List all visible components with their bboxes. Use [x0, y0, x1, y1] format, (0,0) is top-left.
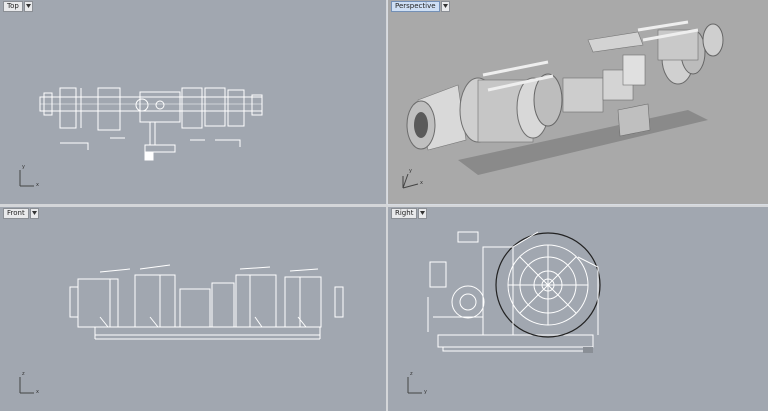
axis-label-horizontal: y: [424, 389, 427, 395]
axis-triad-icon: x y: [16, 164, 46, 190]
chevron-down-icon[interactable]: [418, 207, 428, 219]
viewport-tab-label[interactable]: Perspective: [391, 0, 440, 12]
model-wireframe-right: [427, 231, 601, 353]
chevron-down-icon[interactable]: [29, 207, 39, 219]
viewport-tab-label[interactable]: Front: [3, 207, 29, 219]
viewport-tab-perspective[interactable]: Perspective: [391, 0, 450, 12]
viewport-front[interactable]: Front x z: [0, 207, 386, 411]
axis-label-horizontal: x: [420, 180, 423, 186]
model-wireframe-top: [39, 87, 263, 161]
axis-triad-icon: x y: [398, 166, 428, 192]
viewport-tab-label[interactable]: Right: [391, 207, 418, 219]
viewport-tab-front[interactable]: Front: [3, 207, 39, 219]
viewport-tab-top[interactable]: Top: [3, 0, 33, 12]
axis-triad-icon: x z: [16, 371, 46, 397]
viewport-tab-label[interactable]: Top: [3, 0, 23, 12]
viewport-perspective[interactable]: Perspective x y: [387, 0, 768, 205]
axis-triad-icon: y z: [404, 371, 434, 397]
model-shaded-perspective: [406, 20, 724, 175]
viewport-tab-right[interactable]: Right: [391, 207, 428, 219]
viewport-top[interactable]: Top x y: [0, 0, 386, 204]
axis-label-vertical: z: [410, 371, 413, 377]
viewport-right[interactable]: Right y z: [388, 207, 768, 411]
axis-label-vertical: y: [409, 168, 412, 174]
model-wireframe-front: [69, 264, 344, 340]
chevron-down-icon[interactable]: [23, 0, 33, 12]
axis-label-vertical: y: [22, 164, 25, 170]
chevron-down-icon[interactable]: [440, 0, 450, 12]
axis-label-vertical: z: [22, 371, 25, 377]
axis-label-horizontal: x: [36, 389, 39, 395]
axis-label-horizontal: x: [36, 182, 39, 188]
